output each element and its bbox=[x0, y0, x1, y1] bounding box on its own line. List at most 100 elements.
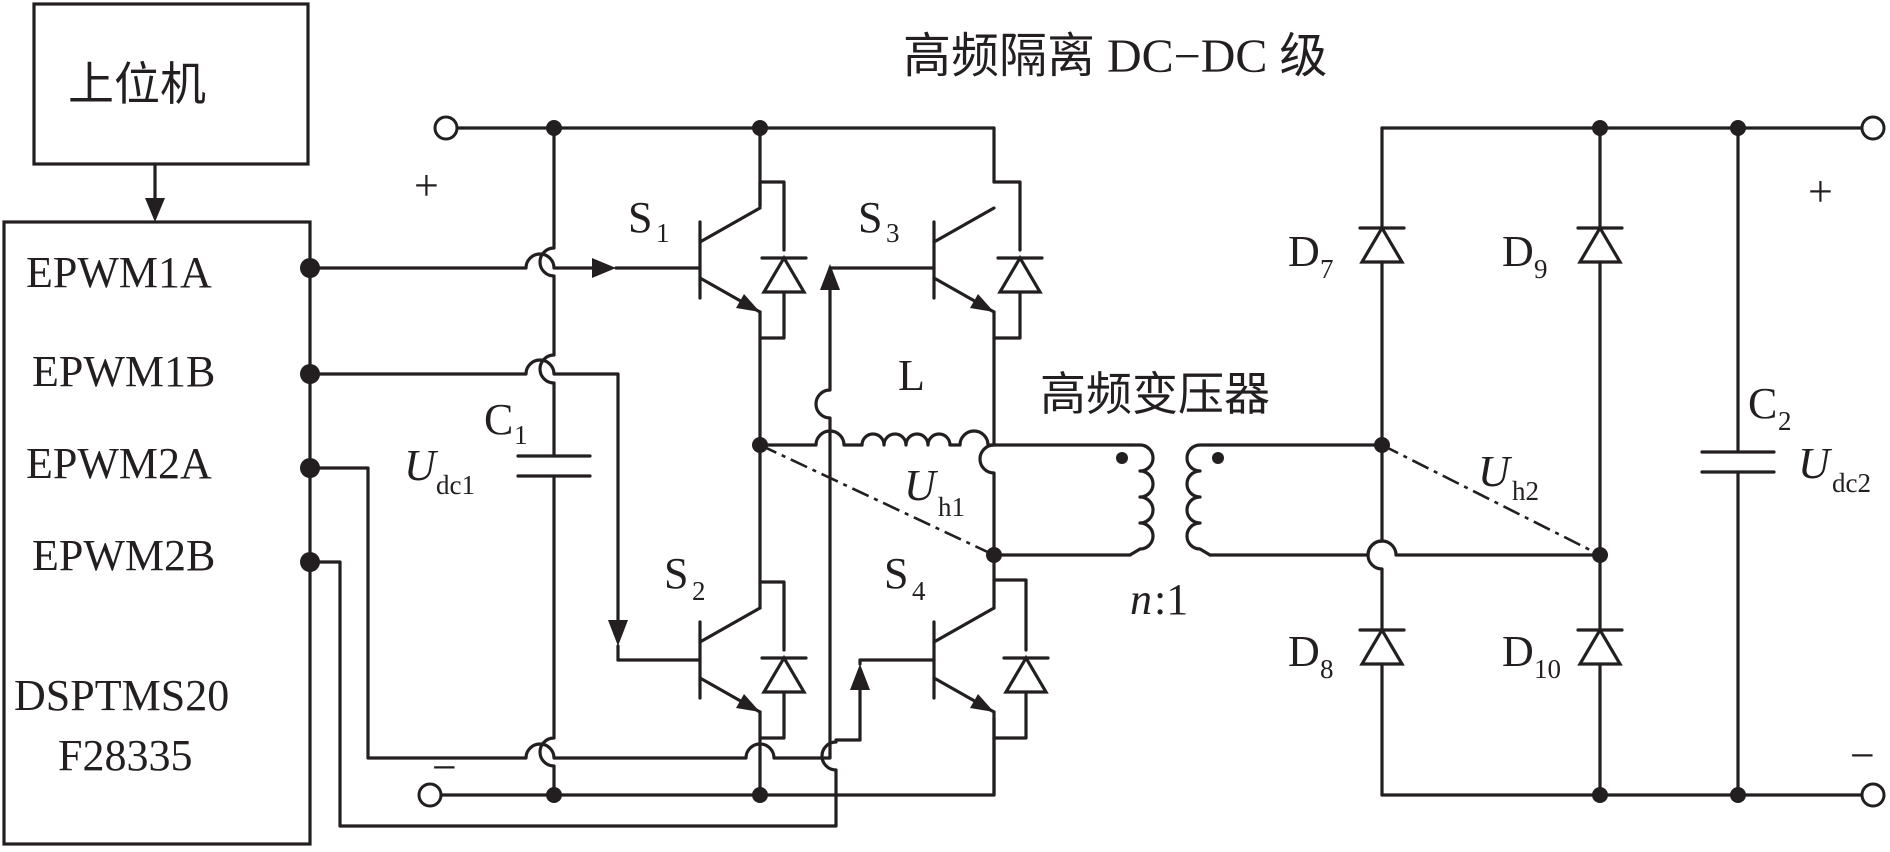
svg-text:2: 2 bbox=[692, 576, 706, 606]
d10-label: D 10 bbox=[1502, 627, 1561, 684]
svg-text:h2: h2 bbox=[1512, 476, 1539, 506]
inductor-l-label: L bbox=[898, 351, 925, 400]
svg-text:C: C bbox=[484, 395, 513, 444]
junction-dot bbox=[1730, 120, 1746, 136]
secondary-polarity-dot bbox=[1212, 452, 1224, 464]
svg-text::1: :1 bbox=[1154, 575, 1188, 624]
dsp-name-line2: F28335 bbox=[58, 731, 192, 780]
uh2-label: U h2 bbox=[1478, 447, 1539, 506]
s4-diode bbox=[1002, 656, 1050, 694]
output-plus-sign: + bbox=[1808, 167, 1833, 216]
gate-wire-s4-end bbox=[858, 658, 936, 666]
svg-text:D: D bbox=[1502, 227, 1534, 276]
svg-text:2: 2 bbox=[1778, 406, 1792, 436]
diode-column-left bbox=[1366, 126, 1384, 797]
secondary-lower-lead bbox=[1208, 539, 1602, 557]
svg-text:1: 1 bbox=[656, 218, 670, 248]
dsp-name-line1: DSPTMS20 bbox=[14, 671, 229, 720]
svg-text:dc2: dc2 bbox=[1832, 468, 1871, 498]
d7-label: D 7 bbox=[1288, 227, 1334, 284]
uh1-indicator bbox=[759, 443, 995, 557]
udc2-label: U dc2 bbox=[1798, 439, 1871, 498]
gate-arrow-s3 bbox=[820, 264, 840, 290]
s4-diode-wire bbox=[992, 578, 1028, 740]
svg-text:D: D bbox=[1288, 627, 1320, 676]
switch-s1 bbox=[698, 206, 762, 314]
svg-text:dc1: dc1 bbox=[436, 470, 475, 500]
gate-wire-s1 bbox=[308, 252, 602, 270]
svg-text:D: D bbox=[1288, 227, 1320, 276]
s4-label: S 4 bbox=[884, 549, 926, 606]
gate-arrow-s2 bbox=[608, 620, 628, 646]
switch-s2 bbox=[698, 606, 762, 714]
s1-label: S 1 bbox=[628, 193, 670, 248]
diode-d9 bbox=[1576, 226, 1624, 264]
svg-text:4: 4 bbox=[912, 576, 926, 606]
gate-wire-s3 bbox=[308, 284, 832, 760]
uh1-label: U h1 bbox=[904, 461, 965, 522]
junction-dot bbox=[1730, 787, 1746, 803]
s2-label: S 2 bbox=[664, 549, 706, 606]
s2-diode bbox=[760, 656, 808, 694]
switch-s4 bbox=[932, 606, 996, 714]
svg-text:S: S bbox=[664, 549, 688, 598]
svg-text:U: U bbox=[404, 441, 439, 490]
svg-text:9: 9 bbox=[1534, 254, 1548, 284]
gate-wire-s2 bbox=[308, 358, 620, 632]
s3-diode-wire bbox=[992, 180, 1022, 340]
inductor-lead-left bbox=[758, 429, 864, 447]
svg-text:7: 7 bbox=[1320, 254, 1334, 284]
s2-diode-wire bbox=[758, 580, 786, 740]
top-rail-left bbox=[455, 126, 996, 184]
output-minus-terminal bbox=[1860, 782, 1886, 808]
dsp-controller-block: EPWM1A EPWM1B EPWM2A EPWM2B DSPTMS20 F28… bbox=[2, 220, 312, 846]
d8-label: D 8 bbox=[1288, 627, 1334, 684]
svg-text:10: 10 bbox=[1534, 654, 1561, 684]
svg-text:8: 8 bbox=[1320, 654, 1334, 684]
svg-text:S: S bbox=[858, 193, 882, 242]
svg-text:C: C bbox=[1748, 379, 1777, 428]
pin-epwm1a-label: EPWM1A bbox=[26, 248, 212, 297]
junction-dot bbox=[1592, 787, 1608, 803]
s3-diode bbox=[996, 256, 1044, 294]
diode-d8 bbox=[1358, 628, 1406, 666]
svg-text:1: 1 bbox=[514, 420, 528, 450]
pin-epwm2b-label: EPWM2B bbox=[32, 531, 215, 580]
input-minus-sign: − bbox=[432, 743, 457, 792]
gate-wire-s4 bbox=[308, 560, 862, 828]
stage-title: 高频隔离 DC−DC 级 bbox=[903, 30, 1327, 83]
s1-diode bbox=[760, 256, 808, 294]
uh2-indicator bbox=[1381, 443, 1601, 557]
svg-text:h1: h1 bbox=[938, 492, 965, 522]
svg-text:3: 3 bbox=[886, 218, 900, 248]
input-plus-sign: + bbox=[414, 161, 439, 210]
udc1-label: U dc1 bbox=[404, 441, 475, 500]
host-to-dsp-arrow bbox=[145, 198, 165, 222]
svg-text:S: S bbox=[884, 549, 908, 598]
host-pc-label: 上位机 bbox=[68, 59, 206, 110]
d9-label: D 9 bbox=[1502, 227, 1548, 284]
diode-d7 bbox=[1358, 226, 1406, 264]
gate-arrow-s1 bbox=[592, 258, 616, 278]
svg-text:S: S bbox=[628, 193, 652, 242]
pin-epwm1b-label: EPWM1B bbox=[32, 347, 215, 396]
c2-label: C 2 bbox=[1748, 379, 1792, 436]
svg-text:U: U bbox=[904, 461, 939, 510]
gate-arrow-s4 bbox=[850, 664, 870, 690]
switch-s3 bbox=[932, 206, 996, 314]
inductor-l bbox=[860, 429, 1132, 447]
svg-text:U: U bbox=[1478, 447, 1513, 496]
s1-diode-wire bbox=[758, 180, 786, 340]
c1-label: C 1 bbox=[484, 395, 528, 450]
svg-text:n: n bbox=[1130, 575, 1152, 624]
primary-polarity-dot bbox=[1116, 452, 1128, 464]
transformer-label: 高频变压器 bbox=[1040, 369, 1270, 420]
output-minus-sign: − bbox=[1850, 731, 1875, 780]
c1-branch-wire bbox=[538, 126, 556, 797]
diode-d10 bbox=[1576, 628, 1624, 666]
host-pc-block: 上位机 bbox=[32, 2, 310, 166]
input-plus-terminal bbox=[433, 115, 459, 141]
s3-label: S 3 bbox=[858, 193, 900, 248]
